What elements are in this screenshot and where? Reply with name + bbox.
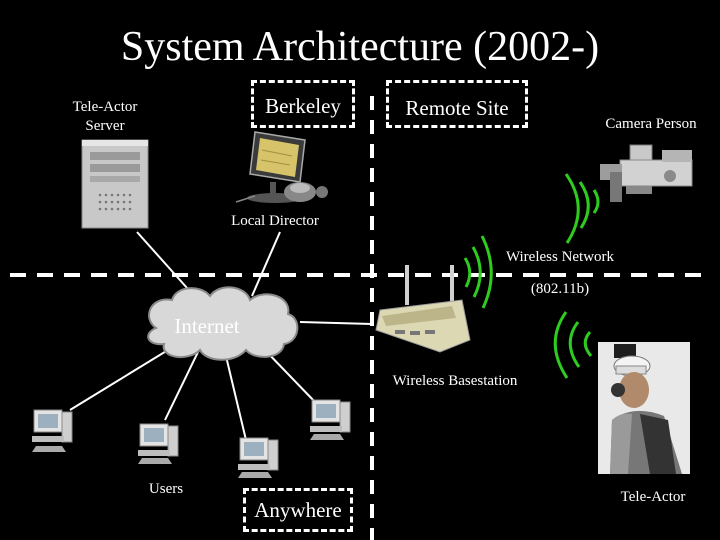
server-label-line1: Tele-Actor xyxy=(72,99,138,115)
berkeley-label: Berkeley xyxy=(265,94,341,118)
server-internet-link xyxy=(136,231,197,299)
page-title: System Architecture (2002-) xyxy=(120,24,600,70)
tele-actor-label: Tele-Actor xyxy=(620,489,686,505)
camera-person-label: Camera Person xyxy=(605,116,697,132)
internet-cloud-icon xyxy=(147,286,299,361)
server-label-line2: Server xyxy=(85,118,125,134)
desktop-computer-icon xyxy=(32,409,73,452)
wireless-protocol-label: (802.11b) xyxy=(530,281,590,297)
internet-basestation-link xyxy=(299,321,373,325)
wireless-basestation-label: Wireless Basestation xyxy=(392,373,518,389)
wireless-router-icon xyxy=(375,265,471,353)
remote-site-box xyxy=(386,80,528,128)
local-director-label: Local Director xyxy=(231,213,319,229)
server-tower-icon xyxy=(81,139,149,229)
berkeley-box xyxy=(251,80,355,128)
wireless-signal-icons xyxy=(463,173,600,379)
internet-user3-link xyxy=(224,351,247,441)
anywhere-box xyxy=(243,488,353,532)
signal-arcs-basestation xyxy=(463,257,472,288)
signal-arcs-camera xyxy=(592,189,600,214)
connection-lines xyxy=(69,231,373,441)
signal-arcs-tele-actor xyxy=(583,330,593,357)
users-label: Users xyxy=(148,481,184,497)
desktop-computer-icon xyxy=(138,423,179,464)
desktop-computer-icon xyxy=(310,399,351,440)
director-internet-link xyxy=(251,231,281,297)
desktop-computer-icon xyxy=(238,437,279,478)
internet-label: Internet xyxy=(174,314,240,338)
anywhere-label: Anywhere xyxy=(254,498,342,522)
internet-user1-link xyxy=(69,349,169,411)
tele-actor-photo xyxy=(598,342,690,474)
user-computer-icons xyxy=(32,399,351,478)
video-camera-icon xyxy=(600,144,693,202)
internet-user2-link xyxy=(164,351,199,421)
remote-site-label: Remote Site xyxy=(405,96,509,120)
tablet-workstation-icon xyxy=(235,131,328,203)
wireless-network-label: Wireless Network xyxy=(505,249,615,265)
tele-actor-server-label: Tele-Actor Server xyxy=(54,98,156,136)
